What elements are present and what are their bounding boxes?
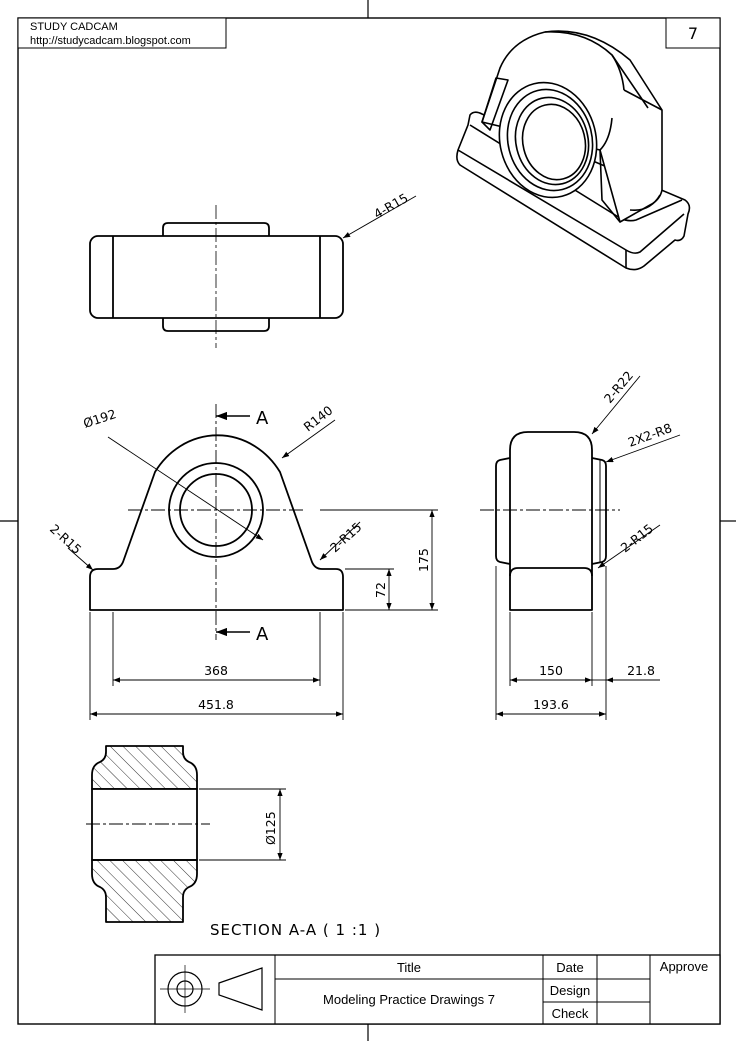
dim-total-depth: 193.6 (533, 697, 569, 712)
title-block (154, 954, 721, 1025)
dim-inner-width: 368 (204, 663, 228, 678)
approve-label: Approve (660, 959, 708, 974)
front-view (89, 434, 344, 611)
section-label-bottom: A (256, 624, 269, 645)
sheet-number-box: 7 (665, 17, 721, 49)
bore-diameter: Ø125 (263, 811, 278, 845)
url-link[interactable]: http://studycadcam.blogspot.com (30, 35, 191, 47)
side-fillet-bottom: 2-R15 (618, 521, 656, 556)
dim-base-height: 72 (373, 582, 388, 598)
fillet-callout-left: 2-R15 (47, 521, 85, 557)
fillet-callout-right: 2-R15 (327, 519, 365, 555)
brand-label: STUDY CADCAM (30, 21, 118, 33)
title-label: Title (397, 960, 421, 975)
dim-total-width: 451.8 (198, 697, 234, 712)
side-view (495, 431, 607, 611)
drawing-title: Modeling Practice Drawings 7 (323, 992, 495, 1007)
projection-symbol (160, 965, 263, 1013)
side-chamfer: 2X2-R8 (626, 420, 674, 450)
dim-boss: 21.8 (627, 663, 655, 678)
isometric-view (456, 30, 691, 271)
dim-height: 175 (416, 548, 431, 572)
section-label-top: A (256, 408, 269, 429)
design-label: Design (550, 983, 590, 998)
check-label: Check (552, 1006, 589, 1021)
side-view-annotations (480, 375, 681, 720)
section-view (91, 745, 198, 923)
section-view-annotations (86, 788, 286, 861)
section-caption: SECTION A-A ( 1 :1 ) (210, 921, 381, 939)
radius-callout: R140 (301, 402, 336, 434)
sheet-number: 7 (688, 24, 698, 43)
top-view (89, 195, 417, 348)
header-box: STUDY CADCAM http://studycadcam.blogspot… (17, 17, 227, 49)
top-view-fillet-callout: 4-R15 (371, 190, 411, 222)
date-label: Date (556, 960, 583, 975)
front-view-annotations (67, 404, 438, 720)
diameter-callout: Ø192 (81, 406, 118, 431)
dim-body-width: 150 (539, 663, 563, 678)
